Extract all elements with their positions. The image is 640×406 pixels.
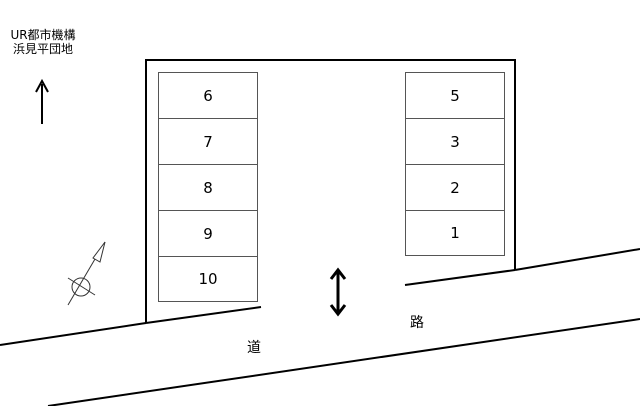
road-label-char1: 道 xyxy=(247,340,261,356)
road-label-char2: 路 xyxy=(410,315,424,331)
neighbor-label-line1: UR都市機構 xyxy=(10,28,76,42)
entrance-double-arrow-icon xyxy=(329,267,347,317)
parking-slot-10: 10 xyxy=(158,256,258,302)
neighbor-label-line2: 浜見平団地 xyxy=(12,42,73,56)
road-edge-upper-right xyxy=(514,248,640,271)
parking-slot-5: 5 xyxy=(405,72,505,119)
parking-slot-2: 2 xyxy=(405,164,505,211)
lot-boundary xyxy=(145,59,516,323)
north-arrow-icon xyxy=(35,78,49,124)
parking-slot-7: 7 xyxy=(158,118,258,165)
road-edge-upper xyxy=(0,322,147,346)
lot-front-edge-right xyxy=(404,269,516,286)
lot-front-edge-left xyxy=(145,306,262,324)
parking-slot-8: 8 xyxy=(158,164,258,211)
parking-slot-6: 6 xyxy=(158,72,258,119)
parking-slot-3: 3 xyxy=(405,118,505,165)
compass-icon xyxy=(67,241,106,306)
neighbor-label: UR都市機構 浜見平団地 xyxy=(8,28,78,56)
parking-slot-9: 9 xyxy=(158,210,258,257)
road-edge-lower xyxy=(47,318,640,406)
parking-slot-1: 1 xyxy=(405,210,505,256)
